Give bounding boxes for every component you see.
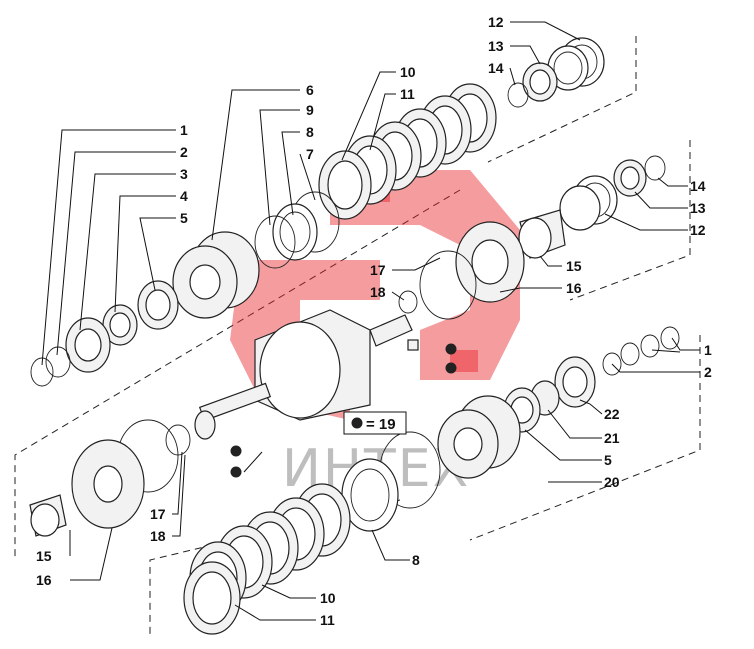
callout-15-low: 15 (36, 548, 52, 564)
callout-21: 21 (604, 430, 620, 446)
callout-6: 6 (306, 82, 314, 98)
callout-5-left: 5 (180, 210, 188, 226)
callout-14-right: 14 (690, 178, 706, 194)
upper-clutch-pack (318, 83, 497, 220)
callout-12-right: 12 (690, 222, 706, 238)
leader-lines (41, 21, 700, 621)
callout-labels: 1 2 3 4 5 6 9 8 7 10 11 12 13 14 14 13 1… (36, 14, 712, 628)
lower-left-housing (29, 419, 191, 537)
assembly-frames (14, 36, 701, 635)
callout-11-top: 11 (400, 86, 415, 102)
callout-15-mid: 15 (566, 258, 582, 274)
mid-right-stack (398, 155, 666, 320)
lower-right-stack (437, 326, 680, 479)
lower-clutch-pack (183, 431, 441, 635)
bolt-markers (230, 343, 457, 478)
legend-19: = 19 (343, 411, 407, 435)
callout-14-top: 14 (488, 60, 504, 76)
main-shaft (194, 309, 419, 440)
callout-8-low: 8 (412, 552, 420, 568)
callout-12-top: 12 (488, 14, 504, 30)
callout-5-right: 5 (604, 452, 612, 468)
upper-rings (254, 191, 340, 269)
callout-2-left: 2 (180, 144, 188, 160)
callout-13-top: 13 (488, 38, 504, 54)
callout-17-low: 17 (150, 506, 166, 522)
callout-16-mid: 16 (566, 280, 582, 296)
callout-4: 4 (180, 188, 188, 204)
callout-10-top: 10 (400, 64, 416, 80)
callout-8-top: 8 (306, 124, 314, 140)
callout-1-right: 1 (704, 342, 712, 358)
callout-18-low: 18 (150, 528, 166, 544)
callout-7: 7 (306, 146, 314, 162)
callout-1-left: 1 (180, 122, 188, 138)
callout-20: 20 (604, 474, 620, 490)
callout-22: 22 (604, 406, 620, 422)
left-bearing-stack (30, 280, 179, 387)
callout-3: 3 (180, 166, 188, 182)
callout-10-low: 10 (320, 590, 336, 606)
callout-17-mid: 17 (370, 262, 386, 278)
callout-16-low: 16 (36, 572, 52, 588)
callout-13-right: 13 (690, 200, 706, 216)
callout-11-low: 11 (320, 612, 335, 628)
callout-9: 9 (306, 102, 314, 118)
callout-2-right: 2 (704, 364, 712, 380)
upper-spring-stack (507, 37, 605, 108)
legend-text: = 19 (366, 416, 396, 433)
callout-18-mid: 18 (370, 284, 386, 300)
upper-gear (172, 231, 260, 319)
